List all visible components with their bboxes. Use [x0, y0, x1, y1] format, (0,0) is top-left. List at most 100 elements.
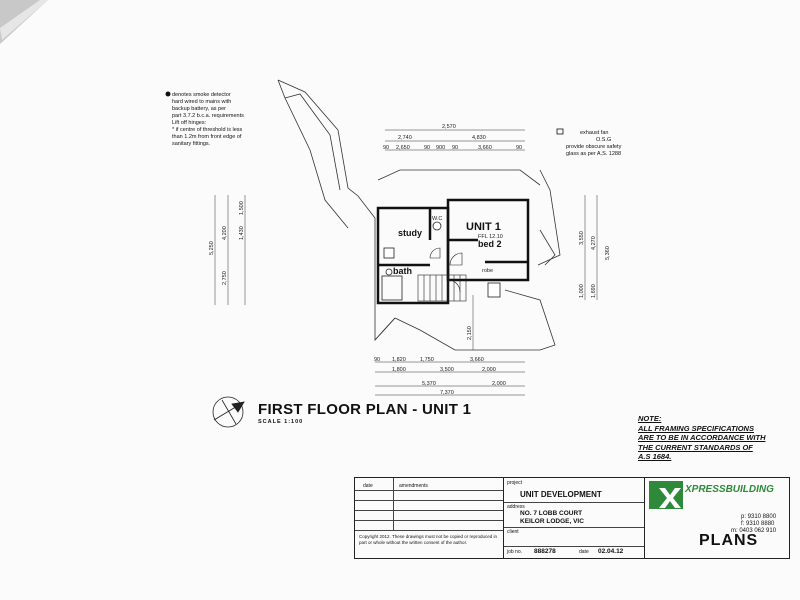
dimension-lines: [214, 129, 598, 396]
note-line: NOTE:: [638, 414, 662, 423]
drawing-date: 02.04.12: [598, 548, 624, 555]
table-rule: [504, 527, 644, 528]
roof-outline: [277, 79, 561, 351]
bath-label: bath: [393, 266, 412, 276]
job-label: job no.: [507, 549, 523, 555]
smoke-detector-icon: [165, 91, 171, 97]
framing-note: NOTE: ALL FRAMING SPECIFICATIONS ARE TO …: [638, 414, 766, 462]
x-logo-icon: [659, 488, 681, 508]
dim-t-b: 2,650: [396, 145, 410, 151]
legend-line: part 3.7.2 b.c.a. requirements: [172, 113, 244, 119]
amendments-header: amendments: [399, 483, 428, 489]
dim-left-1: 5,250: [209, 241, 215, 255]
copyright-text: Copyright 2012. These drawings must not …: [359, 534, 497, 545]
dim-t-f: 3,660: [478, 145, 492, 151]
dim-right-1: 3,550: [579, 231, 585, 245]
legend-line: sanitary fittings.: [172, 141, 211, 147]
address-line-2: KEILOR LODGE, VIC: [520, 518, 584, 525]
legend-line: backup battery, as per: [172, 106, 227, 112]
ffl-label: FFL 12.10: [478, 234, 503, 240]
client-header: client: [507, 529, 519, 535]
exhaust-line: provide obscure safety: [566, 144, 622, 150]
exhaust-notes: exhaust fan O.S.G provide obscure safety…: [566, 130, 696, 158]
dim-t-a: 90: [383, 145, 389, 151]
dim-t-g: 90: [516, 145, 522, 151]
dim-left-2: 4,200: [222, 226, 228, 240]
dim-bot-8: 2,000: [492, 381, 506, 387]
dim-right-5: 1,690: [591, 284, 597, 298]
fax-line: f: 9310 8880: [741, 521, 775, 527]
exhaust-line: glass as per A.S. 1288: [566, 151, 622, 157]
company-name: XPRESSBUILDING: [685, 484, 774, 495]
job-number: 888278: [534, 548, 556, 555]
amendments-panel: date amendments Copyright 2012. These dr…: [355, 478, 504, 558]
dim-bot-1: 1,820: [392, 357, 406, 363]
date-header: date: [363, 483, 373, 489]
dim-top-3: 4,830: [472, 135, 486, 141]
table-rule: [355, 500, 503, 501]
dim-bot-9: 7,370: [440, 390, 454, 396]
exhaust-fan-icon: [556, 128, 564, 135]
dim-left-4: 1,430: [239, 226, 245, 240]
dim-right-4: 1,000: [579, 284, 585, 298]
company-panel: XPRESSBUILDING p: 9310 8800 f: 9310 8880…: [645, 478, 789, 558]
note-line: THE CURRENT STANDARDS OF: [638, 442, 753, 452]
table-rule: [355, 510, 503, 511]
door-swing: [449, 252, 463, 266]
study-label: study: [398, 228, 422, 238]
dim-right-3: 5,360: [605, 246, 611, 260]
table-rule: [355, 530, 503, 531]
dim-b90: 90: [374, 357, 380, 363]
dim-bot-3: 3,660: [470, 357, 484, 363]
address-header: address: [507, 504, 525, 510]
phone-line: p: 9310 8800: [741, 514, 777, 520]
bed-2-label: bed 2: [478, 239, 502, 249]
dim-top-2: 2,740: [398, 135, 412, 141]
dim-left-5: 1,500: [239, 201, 245, 215]
legend-notes: denotes smoke detector hard wired to mai…: [172, 92, 292, 148]
fixtures: [381, 221, 501, 301]
unit-label: UNIT 1: [466, 221, 501, 233]
wc-label: W.C: [432, 216, 442, 222]
dim-t-c: 90: [424, 145, 430, 151]
legend-line: * if centre of threshold is less: [172, 127, 243, 133]
dim-top-1: 2,570: [442, 124, 456, 130]
dim-t-e: 90: [452, 145, 458, 151]
table-rule: [504, 502, 644, 503]
note-line: ALL FRAMING SPECIFICATIONS: [638, 423, 754, 433]
legend-line: hard wired to mains with: [172, 99, 232, 105]
note-line: A.S 1684.: [638, 452, 672, 461]
dim-t-d: 900: [436, 145, 445, 151]
exhaust-line: O.S.G: [596, 137, 612, 143]
robe-label: robe: [482, 268, 493, 274]
exhaust-line: exhaust fan: [580, 130, 609, 136]
table-rule: [504, 546, 644, 547]
project-panel: project UNIT DEVELOPMENT address NO. 7 L…: [504, 478, 645, 558]
legend-line: Lift off hinges:: [172, 120, 207, 126]
dim-bot-2: 1,750: [420, 357, 434, 363]
date-label: date: [579, 549, 589, 555]
legend-line: denotes smoke detector: [172, 92, 231, 98]
mobile-line: m: 0403 062 910: [731, 528, 777, 534]
legend-line: than 1.2m from front edge of: [172, 134, 242, 140]
table-rule: [355, 520, 503, 521]
dim-bot-4: 1,800: [392, 367, 406, 373]
table-rule: [355, 490, 503, 491]
door-swing: [429, 247, 441, 259]
walls: [376, 198, 530, 305]
company-logo: [649, 481, 683, 509]
north-arrow-icon: [212, 396, 245, 428]
table-divider: [393, 478, 394, 530]
dim-left-3: 2,750: [222, 271, 228, 285]
project-header: project: [507, 480, 523, 486]
page-corner-curl: [0, 0, 48, 44]
dim-bot-6: 2,000: [482, 367, 496, 373]
project-name: UNIT DEVELOPMENT: [520, 490, 602, 499]
dim-bot-7: 5,370: [422, 381, 436, 387]
dim-mid-1: 2,150: [467, 326, 473, 340]
note-line: ARE TO BE IN ACCORDANCE WITH: [638, 433, 766, 442]
title-block: date amendments Copyright 2012. These dr…: [354, 477, 790, 559]
plans-wordmark: PLANS: [699, 532, 759, 549]
